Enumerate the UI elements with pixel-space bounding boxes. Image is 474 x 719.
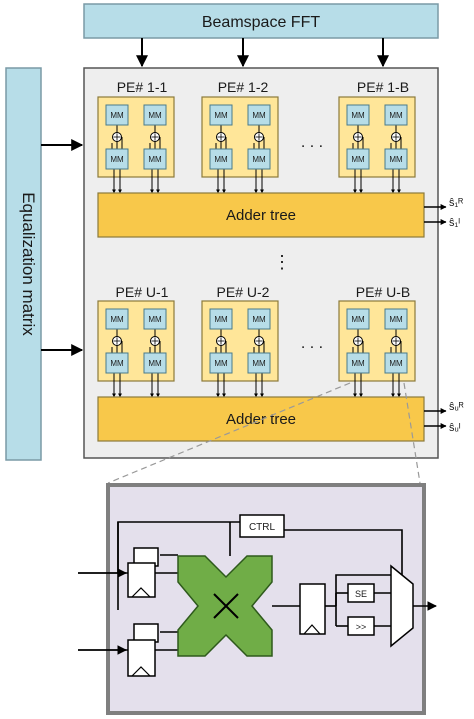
mm-unit: MM bbox=[105, 352, 129, 374]
mm-unit: MM bbox=[346, 148, 370, 170]
pe-block-U-1: MM MM MM MM bbox=[97, 300, 175, 398]
zoom-line-left bbox=[107, 382, 351, 484]
mm-label: MM bbox=[389, 315, 403, 324]
mm-label: MM bbox=[148, 155, 162, 164]
mm-label: MM bbox=[110, 359, 124, 368]
adder-tree-1 bbox=[97, 192, 425, 238]
pe-ellipsis-row1: . . . bbox=[301, 134, 323, 151]
mm-label: MM bbox=[110, 111, 124, 120]
pe-label-U-B: PE# U-B bbox=[356, 284, 410, 300]
pe-block-1-B: MM MM MM MM bbox=[338, 96, 416, 194]
pe-ellipsis-row2: . . . bbox=[301, 335, 323, 352]
sign-extend-block bbox=[347, 583, 375, 603]
mm-unit: MM bbox=[143, 352, 167, 374]
mm-unit: MM bbox=[105, 104, 129, 126]
output-sU-imag: ŝᵤᴵ bbox=[449, 422, 461, 434]
mm-label: MM bbox=[389, 155, 403, 164]
adder-tree-2 bbox=[97, 396, 425, 442]
mm-label: MM bbox=[148, 111, 162, 120]
pe-block-1-1: MM MM MM MM bbox=[97, 96, 175, 194]
pe-block-1-2: MM MM MM MM bbox=[201, 96, 279, 194]
mm-unit: MM bbox=[105, 148, 129, 170]
output-register bbox=[299, 583, 326, 635]
mm-unit: MM bbox=[209, 148, 233, 170]
se-label: SE bbox=[355, 589, 367, 599]
multiply-icon-stroke bbox=[213, 593, 239, 619]
mm-label: MM bbox=[351, 359, 365, 368]
output-s1-real: ŝ₁ᴿ bbox=[449, 197, 463, 209]
mm-label: MM bbox=[214, 111, 228, 120]
pe-label-1-B: PE# 1-B bbox=[357, 79, 409, 95]
mm-label: MM bbox=[148, 359, 162, 368]
beamspace-fft-label: Beamspace FFT bbox=[202, 14, 320, 31]
mm-unit: MM bbox=[247, 308, 271, 330]
mm-label: MM bbox=[389, 359, 403, 368]
mm-unit: MM bbox=[247, 148, 271, 170]
ctrl-block bbox=[239, 514, 285, 538]
mm-label: MM bbox=[214, 359, 228, 368]
mm-unit: MM bbox=[384, 352, 408, 374]
mm-label: MM bbox=[252, 111, 266, 120]
mm-label: MM bbox=[389, 111, 403, 120]
equalization-matrix-label: Equalization matrix bbox=[19, 192, 38, 336]
input-register-1 bbox=[127, 547, 159, 598]
mm-unit: MM bbox=[346, 308, 370, 330]
mm-label: MM bbox=[351, 315, 365, 324]
mm-label: MM bbox=[110, 315, 124, 324]
adder-tree-1-label: Adder tree bbox=[226, 207, 296, 224]
mm-label: MM bbox=[351, 155, 365, 164]
pe-label-1-2: PE# 1-2 bbox=[218, 79, 269, 95]
shift-label: >> bbox=[356, 622, 367, 632]
mm-label: MM bbox=[252, 155, 266, 164]
shift-block bbox=[347, 616, 375, 636]
pe-label-U-1: PE# U-1 bbox=[116, 284, 169, 300]
ctrl-label: CTRL bbox=[249, 522, 276, 533]
mm-unit: MM bbox=[346, 352, 370, 374]
pe-label-1-1: PE# 1-1 bbox=[117, 79, 168, 95]
mm-unit: MM bbox=[384, 308, 408, 330]
mm-label: MM bbox=[252, 315, 266, 324]
mm-unit: MM bbox=[209, 104, 233, 126]
mm-unit: MM bbox=[247, 352, 271, 374]
mm-unit: MM bbox=[209, 352, 233, 374]
output-mux bbox=[390, 564, 414, 648]
beamspace-fft-bar bbox=[83, 3, 439, 39]
mm-unit: MM bbox=[384, 148, 408, 170]
mm-label: MM bbox=[148, 315, 162, 324]
pe-label-U-2: PE# U-2 bbox=[217, 284, 270, 300]
mm-unit: MM bbox=[143, 308, 167, 330]
zoom-line-right bbox=[403, 382, 421, 484]
mm-unit: MM bbox=[384, 104, 408, 126]
mm-label: MM bbox=[351, 111, 365, 120]
mm-label: MM bbox=[252, 359, 266, 368]
adder-tree-2-label: Adder tree bbox=[226, 411, 296, 428]
input-register-2 bbox=[127, 623, 159, 677]
mm-unit: MM bbox=[209, 308, 233, 330]
row-ellipsis: ⋮ bbox=[273, 252, 291, 272]
mm-unit: MM bbox=[247, 104, 271, 126]
output-s1-imag: ŝ₁ᴵ bbox=[449, 217, 460, 229]
equalization-matrix-bar bbox=[5, 67, 42, 461]
mm-label: MM bbox=[214, 155, 228, 164]
output-sU-real: ŝᵤᴿ bbox=[449, 401, 464, 413]
mm-unit: MM bbox=[346, 104, 370, 126]
mm-label: MM bbox=[214, 315, 228, 324]
pe-block-U-2: MM MM MM MM bbox=[201, 300, 279, 398]
mm-unit: MM bbox=[143, 148, 167, 170]
detail-wires bbox=[78, 521, 403, 651]
mm-unit: MM bbox=[143, 104, 167, 126]
mm-label: MM bbox=[110, 155, 124, 164]
pe-block-U-B: MM MM MM MM bbox=[338, 300, 416, 398]
mm-unit: MM bbox=[105, 308, 129, 330]
